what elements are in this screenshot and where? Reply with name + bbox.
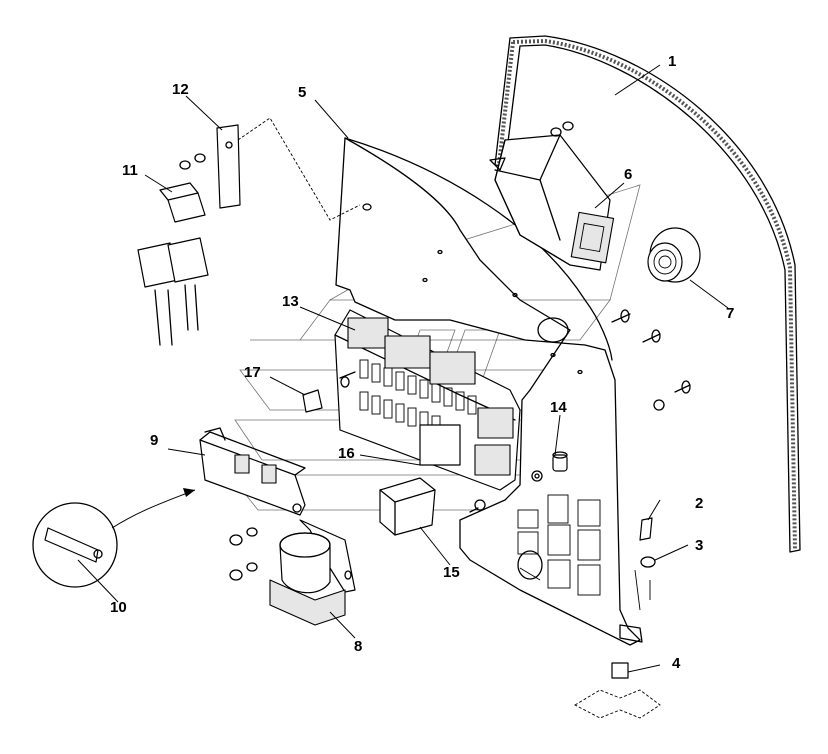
part-6-control-module — [489, 121, 615, 271]
part-9-terminal-strip — [199, 427, 306, 516]
callout-15: 15 — [443, 564, 460, 581]
callout-1: 1 — [668, 53, 676, 70]
callout-labels: 1 2 3 4 5 6 7 8 9 10 11 12 13 14 15 16 1… — [110, 53, 734, 672]
callout-4: 4 — [672, 655, 681, 672]
part-12-bracket — [216, 117, 361, 221]
callout-10: 10 — [110, 599, 127, 616]
callout-9: 9 — [150, 432, 158, 449]
nuts-near-8 — [229, 527, 258, 581]
callout-3: 3 — [695, 537, 703, 554]
part-1-door-seal — [494, 35, 801, 553]
callout-8: 8 — [354, 638, 362, 655]
part-7-round-buzzer — [647, 227, 701, 283]
right-side-screws — [611, 309, 691, 411]
callout-11: 11 — [122, 162, 138, 179]
part-13-fuse-relay-box — [334, 309, 521, 491]
callout-13: 13 — [282, 293, 299, 310]
part-11-relay-with-wires — [137, 153, 209, 346]
callout-5: 5 — [298, 84, 306, 101]
part-14-stud — [469, 451, 568, 513]
part-5-mounting-panel — [335, 137, 643, 646]
parts-2-3-4-fasteners — [574, 517, 661, 719]
part-8-solenoid — [269, 519, 356, 626]
callout-14: 14 — [550, 399, 567, 416]
callout-16: 16 — [338, 445, 355, 462]
part-15-relay — [379, 477, 436, 536]
part-10-detail — [32, 488, 196, 588]
callout-6: 6 — [624, 166, 632, 183]
leader-lines — [77, 64, 729, 673]
part-17-fuse — [302, 371, 356, 413]
callout-7: 7 — [726, 305, 734, 322]
callout-12: 12 — [172, 81, 189, 98]
callout-2: 2 — [695, 495, 703, 512]
callout-17: 17 — [244, 364, 261, 381]
